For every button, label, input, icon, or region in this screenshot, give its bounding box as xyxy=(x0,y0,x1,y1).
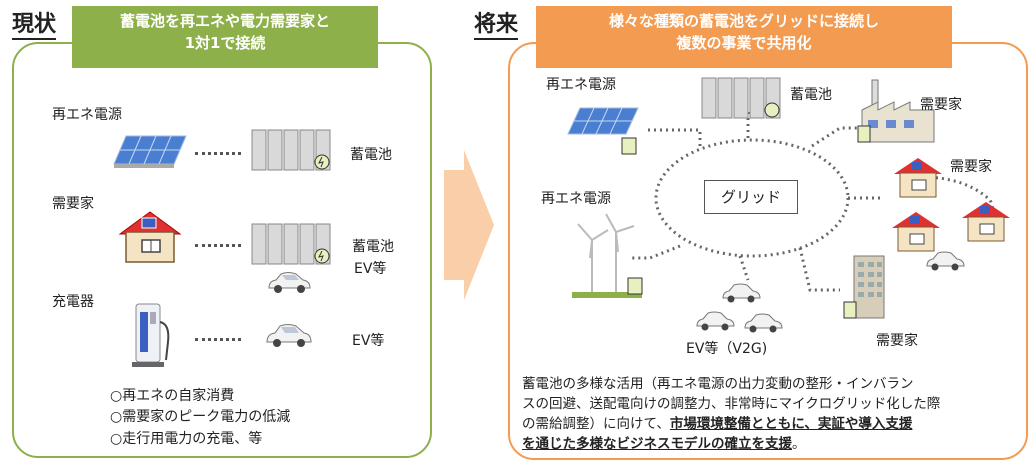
future-description: 蓄電池の多様な活用（再エネ電源の出力変動の整形・インバラン スの回避、送配電向け… xyxy=(522,374,940,454)
house-icon xyxy=(892,212,940,252)
description-line-4: を通じた多様なビジネスモデルの確立を支援。 xyxy=(522,434,940,454)
description-line-2: スの回避、送配電向けの調整力、非常時にマイクログリッド化した際 xyxy=(522,396,941,412)
grid-label: グリッド xyxy=(720,188,781,206)
description-line-3: の需給調整）に向けて、市場環境整備とともに、実証や導入支援 xyxy=(522,414,940,434)
benefit-item-2: ○需要家のピーク電力の低減 xyxy=(110,409,291,425)
future-banner: 様々な種類の蓄電池をグリッドに接続し 複数の事業で共用化 xyxy=(536,6,952,68)
electric-car-icon xyxy=(926,251,965,271)
house-icon xyxy=(118,211,182,263)
battery-bank-icon xyxy=(251,129,331,171)
description-line-1: 蓄電池の多様な活用（再エネ電源の出力変動の整形・インバラン xyxy=(522,376,914,392)
battery-bank-icon xyxy=(251,223,331,265)
current-section-label: 現状 xyxy=(12,12,57,40)
current-banner: 蓄電池を再エネや電力需要家と 1対1で接続 xyxy=(72,6,378,68)
office-building-icon xyxy=(843,255,885,319)
battery-bank-icon xyxy=(701,77,781,119)
solar-panel-icon xyxy=(113,135,187,168)
battery-label-top: 蓄電池 xyxy=(790,87,832,103)
ev-label-1: EV等 xyxy=(354,261,387,277)
consumer-label-top: 需要家 xyxy=(920,97,962,113)
description-highlight-2: を通じた多様なビジネスモデルの確立を支援 xyxy=(522,436,792,452)
battery-label-1: 蓄電池 xyxy=(350,147,392,163)
wind-turbine-icon xyxy=(572,213,643,298)
consumer-label: 需要家 xyxy=(52,196,94,212)
electric-car-icon xyxy=(268,272,311,293)
benefit-item-3: ○走行用電力の充電、等 xyxy=(110,431,263,447)
electric-car-icon xyxy=(266,324,312,347)
future-banner-line-1: 様々な種類の蓄電池をグリッドに接続し xyxy=(608,12,879,30)
ev-v2g-label: EV等（V2G) xyxy=(686,341,768,357)
renewable-source-label-wind: 再エネ電源 xyxy=(541,191,611,207)
electric-car-icon xyxy=(696,311,735,331)
electric-car-icon xyxy=(722,283,761,303)
current-banner-line-2: 1対1で接続 xyxy=(184,34,266,52)
connection-line-1 xyxy=(195,152,241,155)
solar-panel-icon xyxy=(567,107,639,155)
ev-label-2: EV等 xyxy=(352,333,385,349)
electric-car-icon xyxy=(744,313,783,333)
future-banner-line-2: 複数の事業で共用化 xyxy=(676,34,812,52)
description-highlight-1: 市場環境整備とともに、実証や導入支援 xyxy=(669,416,913,432)
connection-line-3 xyxy=(195,338,241,341)
house-icon xyxy=(962,202,1010,242)
consumer-label-building: 需要家 xyxy=(876,333,918,349)
description-line-4-end: 。 xyxy=(792,436,806,452)
connection-line-2 xyxy=(195,244,241,247)
current-banner-line-1: 蓄電池を再エネや電力需要家と xyxy=(119,12,330,30)
renewable-source-label: 再エネ電源 xyxy=(52,107,122,123)
transition-arrow-icon xyxy=(444,150,494,300)
consumer-label-houses: 需要家 xyxy=(950,159,992,175)
ev-charger-icon xyxy=(132,303,170,367)
charger-label: 充電器 xyxy=(52,294,94,310)
house-icon xyxy=(894,158,942,198)
future-section-label: 将来 xyxy=(474,12,519,40)
factory-icon xyxy=(857,79,935,143)
grid-node: グリッド xyxy=(704,180,798,214)
renewable-source-label-top: 再エネ電源 xyxy=(546,77,616,93)
benefit-item-1: ○再エネの自家消費 xyxy=(110,388,235,404)
description-line-3-text: の需給調整）に向けて、 xyxy=(522,416,670,432)
battery-label-2: 蓄電池 xyxy=(352,239,394,255)
